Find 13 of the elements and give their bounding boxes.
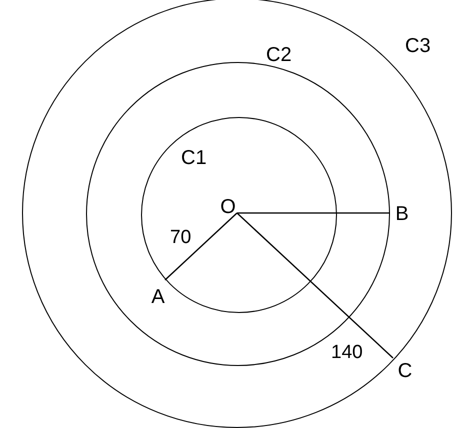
radius-line	[236, 212, 394, 358]
point-label: C	[395, 359, 415, 383]
circle-label: C2	[266, 44, 292, 66]
edge-label: 140	[331, 342, 363, 364]
point-label: O	[216, 196, 240, 218]
edge-label: 70	[170, 227, 192, 249]
point-label: B	[392, 203, 412, 225]
circle-label: C3	[405, 35, 431, 57]
circle	[22, 0, 452, 428]
point-label: A	[149, 286, 167, 308]
circle	[141, 117, 337, 313]
radius-line	[237, 212, 390, 214]
circle-label: C1	[181, 147, 207, 169]
